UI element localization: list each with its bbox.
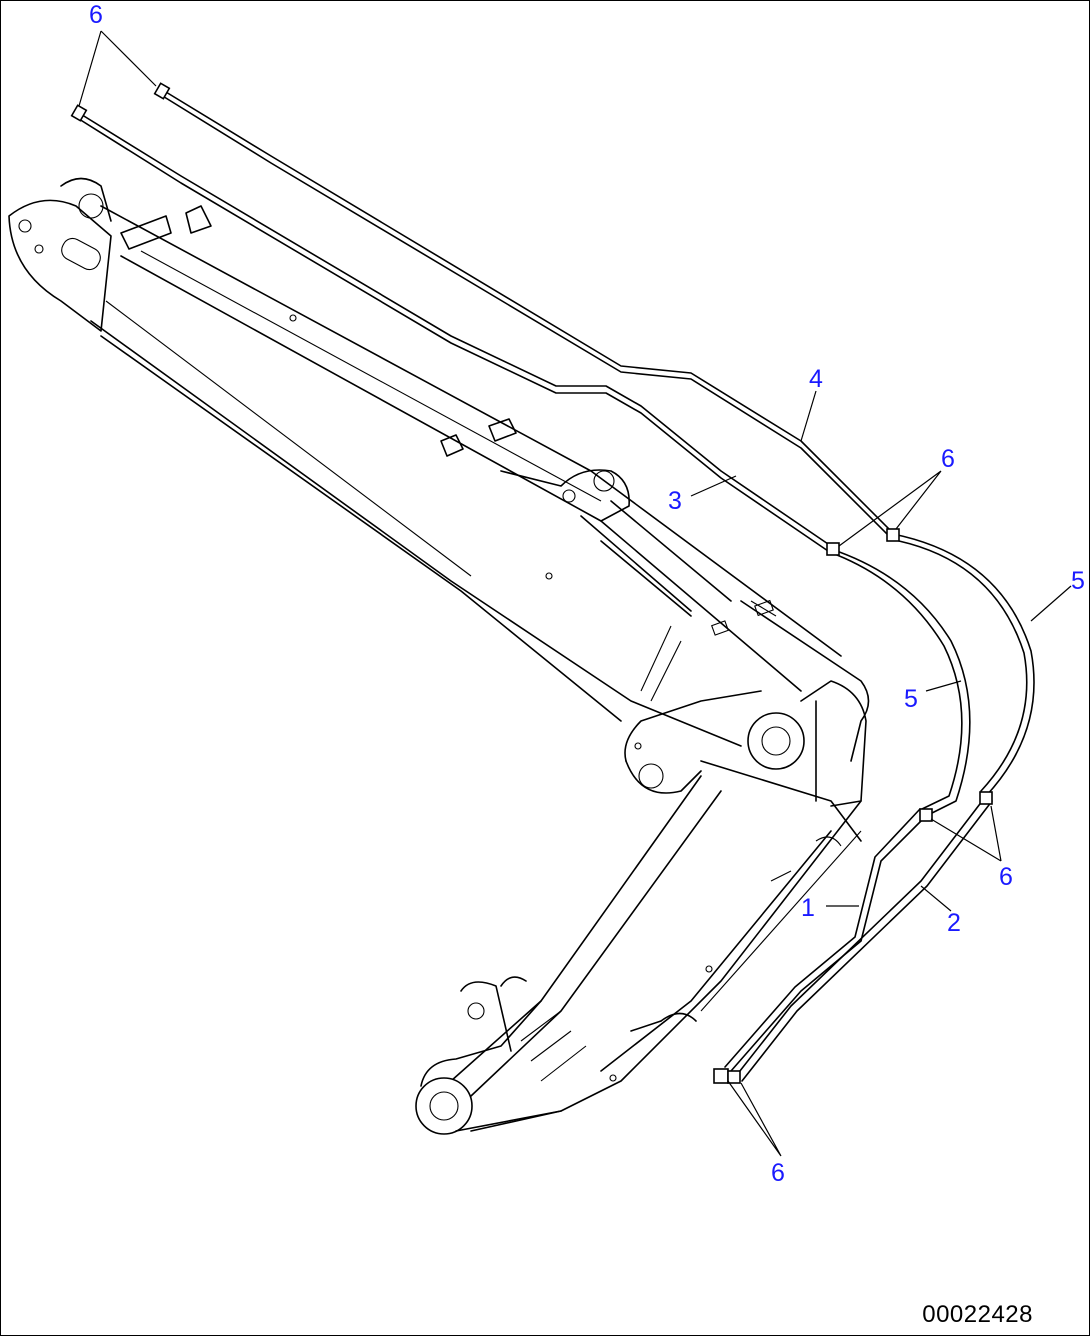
- callout-6-bottom: 6: [771, 1159, 785, 1187]
- callout-6-upper-right: 6: [941, 445, 955, 473]
- callout-4: 4: [809, 365, 823, 393]
- drawing-number: 00022428: [922, 1301, 1033, 1328]
- callout-2: 2: [947, 909, 961, 937]
- pipe-1: [724, 808, 927, 1072]
- pipe-3: [78, 112, 832, 554]
- callout-1: 1: [801, 894, 815, 922]
- pipe-4: [160, 88, 892, 539]
- pipe-5-inner: [830, 548, 971, 817]
- callout-6-top: 6: [89, 1, 103, 29]
- callout-5-outer: 5: [1071, 567, 1085, 595]
- callout-5-inner: 5: [904, 685, 918, 713]
- fitting-6-group: [70, 82, 993, 1084]
- pipe-2: [735, 795, 993, 1082]
- leader-lines: [78, 30, 1072, 1157]
- callout-labels: 6 4 3 6 5 5 6 1 2 6: [89, 1, 1085, 1187]
- callout-6-lower-right: 6: [999, 863, 1013, 891]
- callout-3: 3: [668, 487, 682, 515]
- pipe-5-outer: [892, 533, 1035, 797]
- boom-upper-section: [8, 177, 842, 747]
- arm-section: [415, 775, 862, 1135]
- boom-joint: [624, 599, 870, 842]
